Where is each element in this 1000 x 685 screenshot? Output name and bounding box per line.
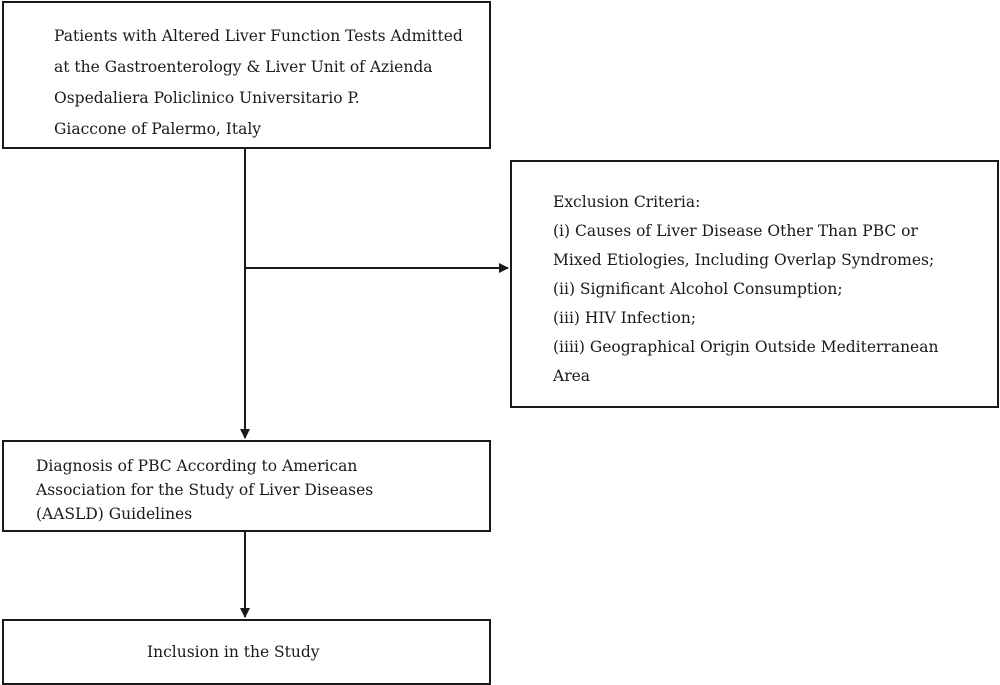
patients-line: Ospedaliera Policlinico Universitario P. bbox=[54, 89, 360, 107]
diagnosis-line: (AASLD) Guidelines bbox=[36, 505, 193, 523]
inclusion-label: Inclusion in the Study bbox=[147, 643, 320, 661]
exclusion-line: (i) Causes of Liver Disease Other Than P… bbox=[553, 222, 918, 240]
diagnosis-box: Diagnosis of PBC According to American A… bbox=[2, 440, 491, 532]
exclusion-criteria-box: Exclusion Criteria: (i) Causes of Liver … bbox=[510, 160, 999, 408]
exclusion-line: Area bbox=[553, 367, 591, 385]
exclusion-line: (ii) Significant Alcohol Consumption; bbox=[553, 280, 843, 298]
exclusion-line: (iii) HIV Infection; bbox=[553, 309, 697, 327]
patients-box: Patients with Altered Liver Function Tes… bbox=[2, 1, 491, 149]
patients-line: Patients with Altered Liver Function Tes… bbox=[54, 27, 463, 45]
patients-line: Giaccone of Palermo, Italy bbox=[54, 120, 262, 138]
exclusion-heading: Exclusion Criteria: bbox=[553, 193, 701, 211]
diagnosis-line: Diagnosis of PBC According to American bbox=[36, 457, 358, 475]
patients-line: at the Gastroenterology & Liver Unit of … bbox=[54, 58, 433, 76]
exclusion-line: Mixed Etiologies, Including Overlap Synd… bbox=[553, 251, 935, 269]
inclusion-box: Inclusion in the Study bbox=[2, 619, 491, 685]
exclusion-line: (iiii) Geographical Origin Outside Medit… bbox=[553, 338, 939, 356]
diagnosis-line: Association for the Study of Liver Disea… bbox=[36, 481, 374, 499]
